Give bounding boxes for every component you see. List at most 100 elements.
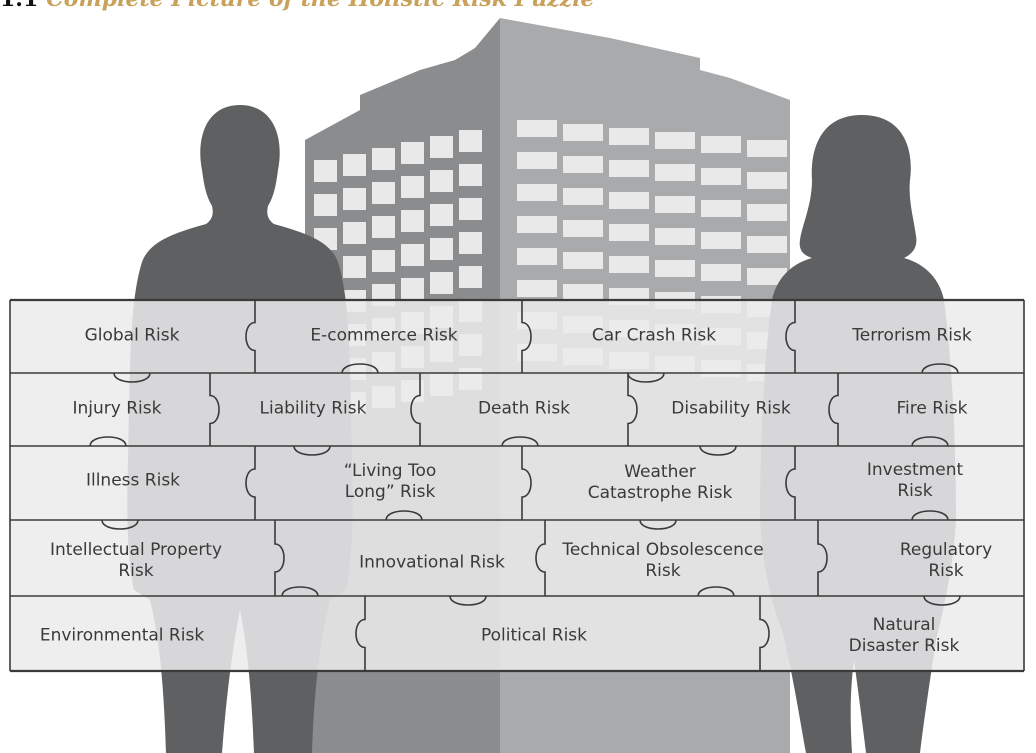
building-window: [401, 142, 424, 164]
puzzle-tab: [501, 436, 539, 447]
building-window: [459, 198, 482, 220]
puzzle-piece-label: Injury Risk: [72, 398, 162, 419]
puzzle-piece-label: Weather Catastrophe Risk: [587, 462, 733, 503]
building-window: [747, 204, 787, 221]
building-window: [655, 132, 695, 149]
puzzle-piece-edge: [245, 300, 256, 373]
building-window: [314, 194, 337, 216]
puzzle-piece-edge: [785, 446, 796, 520]
building-window: [609, 192, 649, 209]
puzzle-tab: [697, 586, 735, 597]
puzzle-piece-label: Environmental Risk: [39, 625, 205, 646]
building-window: [517, 184, 557, 201]
building-window: [701, 200, 741, 217]
puzzle-tab: [699, 445, 737, 456]
building-window: [655, 164, 695, 181]
puzzle-tab: [113, 372, 151, 383]
building-window: [563, 220, 603, 237]
puzzle-piece-edge: [817, 520, 828, 596]
building-window: [701, 136, 741, 153]
building-window: [459, 164, 482, 186]
puzzle-piece-label: Natural Disaster Risk: [848, 615, 960, 656]
puzzle-piece-edge: [759, 596, 770, 671]
building-window: [517, 216, 557, 233]
building-window: [701, 232, 741, 249]
puzzle-tab: [281, 586, 319, 597]
puzzle-piece-label: Liability Risk: [259, 398, 367, 419]
building-window: [343, 256, 366, 278]
puzzle-tab: [921, 363, 959, 374]
puzzle-piece-label: Global Risk: [84, 325, 180, 346]
building-window: [459, 266, 482, 288]
building-window: [430, 170, 453, 192]
puzzle-piece-edge: [828, 373, 839, 446]
building-window: [430, 136, 453, 158]
building-window: [401, 278, 424, 300]
puzzle-tab: [89, 436, 127, 447]
building-window: [517, 280, 557, 297]
building-window: [563, 156, 603, 173]
puzzle-piece-label: E-commerce Risk: [310, 325, 458, 346]
puzzle-tab: [639, 519, 677, 530]
figure-caption: 1.1 Complete Picture of the Holistic Risk…: [0, 0, 595, 12]
building-window: [655, 196, 695, 213]
puzzle-piece-edge: [535, 520, 546, 596]
building-window: [747, 268, 787, 285]
puzzle-piece-label: Intellectual Property Risk: [49, 540, 223, 581]
building-window: [372, 216, 395, 238]
puzzle-piece-edge: [785, 300, 796, 373]
building-window: [401, 176, 424, 198]
building-window: [655, 260, 695, 277]
building-window: [563, 188, 603, 205]
puzzle-tab: [911, 510, 949, 521]
building-window: [655, 228, 695, 245]
building-window: [430, 204, 453, 226]
puzzle-piece-edge: [627, 373, 638, 446]
building-window: [401, 210, 424, 232]
building-window: [747, 236, 787, 253]
building-window: [372, 182, 395, 204]
building-window: [459, 130, 482, 152]
puzzle-tab: [911, 436, 949, 447]
puzzle-piece-label: Innovational Risk: [359, 552, 505, 573]
puzzle-piece-edge: [274, 520, 285, 596]
puzzle-tab: [449, 595, 487, 606]
building-window: [343, 154, 366, 176]
building-window: [372, 148, 395, 170]
puzzle-tab: [101, 519, 139, 530]
puzzle-tab: [341, 363, 379, 374]
building-window: [459, 232, 482, 254]
puzzle-piece-edge: [410, 373, 421, 446]
puzzle-piece-label: Investment Risk: [866, 460, 964, 501]
puzzle-piece-label: Death Risk: [477, 398, 571, 419]
building-window: [609, 128, 649, 145]
building-window: [563, 252, 603, 269]
puzzle-piece-edge: [245, 446, 256, 520]
building-window: [401, 244, 424, 266]
puzzle-tab: [385, 510, 423, 521]
building-window: [701, 168, 741, 185]
puzzle-piece-edge: [209, 373, 220, 446]
building-window: [609, 160, 649, 177]
puzzle-piece-edge: [521, 446, 532, 520]
puzzle-piece-edge: [355, 596, 366, 671]
figure-number: 1.1: [0, 0, 38, 12]
puzzle-piece-label: “Living Too Long” Risk: [343, 461, 437, 502]
building-window: [563, 284, 603, 301]
building-window: [343, 188, 366, 210]
figure-title: Complete Picture of the Holistic Risk Pu…: [46, 0, 594, 12]
building-window: [314, 160, 337, 182]
puzzle-grid-lines: [9, 298, 1025, 673]
puzzle-background: [10, 300, 1024, 671]
puzzle-piece-label: Regulatory Risk: [899, 540, 993, 581]
building-window: [343, 222, 366, 244]
building-window: [701, 264, 741, 281]
puzzle-piece-label: Political Risk: [480, 625, 588, 646]
building-window: [747, 140, 787, 157]
puzzle-tab: [923, 595, 961, 606]
building-window: [517, 248, 557, 265]
building-window: [430, 272, 453, 294]
building-window: [747, 172, 787, 189]
